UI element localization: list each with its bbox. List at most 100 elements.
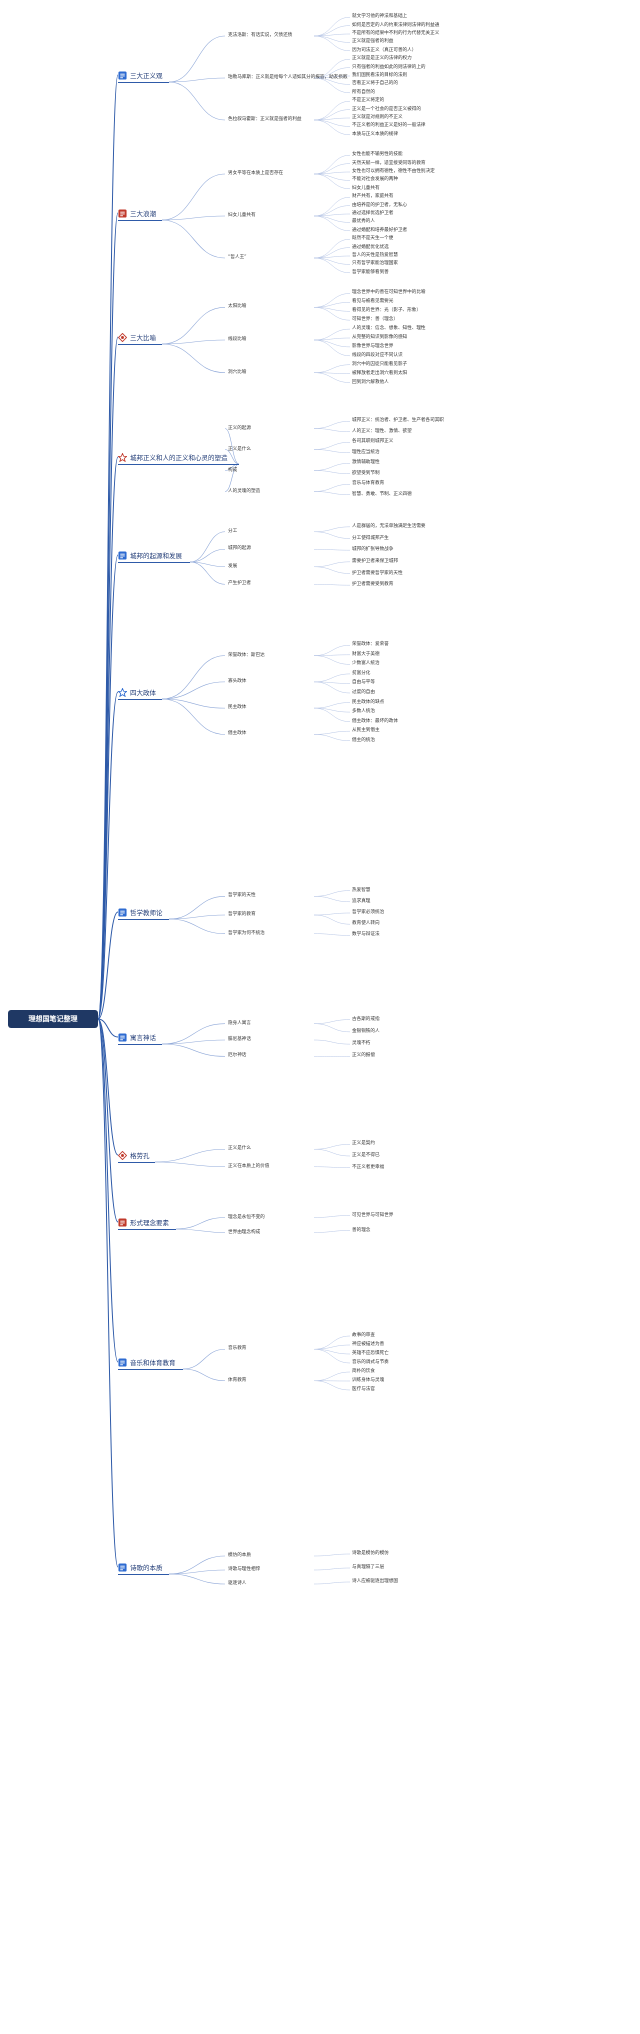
leaf-node[interactable]: 追求真理 [352,898,371,904]
leaf-node[interactable]: 正义的报偿 [352,1053,375,1059]
branch-node[interactable]: 构成 [228,467,238,473]
leaf-node[interactable]: 民主政体的缺点 [352,699,385,705]
branch-node[interactable]: 隐身人寓言 [228,1020,251,1026]
section-node-s9[interactable]: 格劳孔 [117,1148,154,1162]
leaf-node[interactable]: 热爱智慧 [352,887,371,893]
leaf-node[interactable]: 正义是不得已 [352,1153,380,1158]
leaf-node[interactable]: 英雄不应恐惧死亡 [352,1351,389,1356]
leaf-node[interactable]: 不正义者的利益正义是好的一般法律 [352,123,426,129]
branch-node[interactable]: 线段比喻 [228,337,247,342]
leaf-node[interactable]: 财产共有，家庭共有 [352,194,394,200]
leaf-node[interactable]: 诗歌是模仿的模仿 [352,1551,389,1556]
leaf-node[interactable]: 分工使得城邦产生 [352,535,389,541]
leaf-node[interactable]: 妇女儿童共有 [352,185,380,191]
leaf-node[interactable]: 只有哲学家能治理国家 [352,261,398,267]
leaf-node[interactable]: 哲学家能够看到善 [352,269,389,275]
branch-node[interactable]: 男女平等在本质上是否存在 [228,171,284,176]
leaf-node[interactable]: 就文学习他的神法和基础上 [352,14,408,20]
branch-node[interactable]: 音乐教育 [228,1346,247,1352]
leaf-node[interactable]: 训练身体与灵魂 [352,1378,385,1383]
leaf-node[interactable]: 所有自然的 [352,89,375,95]
branch-node[interactable]: 诗歌与理性相悖 [228,1567,261,1572]
branch-node[interactable]: 哲学家的天性 [228,893,256,899]
leaf-node[interactable]: 人是群居的，无法单独满足生活需要 [352,523,426,529]
leaf-node[interactable]: 贫富分化 [352,670,371,676]
branch-node[interactable]: 理念是永恒不变的 [228,1214,265,1220]
leaf-node[interactable]: 正义就是是正义的法律的权力 [352,56,412,62]
leaf-node[interactable]: 不能对社会发展的两种 [352,177,398,183]
leaf-node[interactable]: 过度的自由 [352,690,375,695]
leaf-node[interactable]: 简朴的饮食 [352,1369,375,1374]
branch-node[interactable]: 太阳比喻 [228,304,247,310]
leaf-node[interactable]: 古各斯的戒指 [352,1016,380,1022]
leaf-node[interactable]: 不是所有的结果中不利的行为代替无关正义 [352,31,440,36]
leaf-node[interactable]: 需要护卫者来保卫城邦 [352,558,398,564]
leaf-node[interactable]: 欲望受到节制 [352,470,380,476]
leaf-node[interactable]: 各司其职则城邦正义 [352,439,394,445]
branch-node[interactable]: 洞穴比喻 [228,369,247,375]
branch-node[interactable]: 产生护卫者 [228,581,251,587]
leaf-node[interactable]: 护卫者需要受到教育 [352,582,394,588]
leaf-node[interactable]: 如何是否定的人的约束法律则法律的利益通 [352,22,440,28]
leaf-node[interactable]: 多数人统治 [352,709,375,715]
leaf-node[interactable]: 智慧、勇敢、节制、正义四德 [352,491,412,497]
branch-node[interactable]: 克法洛斯：有话实说，欠债还债 [228,33,293,38]
section-node-s11[interactable]: 音乐和体育教育 [118,1355,180,1369]
leaf-node[interactable]: 看见与被看见需要光 [352,299,394,305]
leaf-node[interactable]: 通过婚配优化优选 [352,244,389,250]
section-node-s6[interactable]: 四大政体 [117,685,160,699]
leaf-node[interactable]: 城邦正义：统治者、护卫者、生产者各司其职 [352,418,444,424]
branch-node[interactable]: 发展 [228,563,238,569]
branch-node[interactable]: 妇女儿童共有 [228,213,256,218]
leaf-node[interactable]: 少数富人统治 [352,661,380,667]
leaf-node[interactable]: 从完整的知识到影像的感知 [352,335,408,340]
branch-node[interactable]: 荣誉政体：斯巴达 [228,652,265,658]
leaf-node[interactable]: 与真理隔了三层 [352,1565,385,1570]
leaf-node[interactable]: 人的灵魂：信念、想象、知性、理性 [352,326,426,332]
leaf-node[interactable]: 我们国民看法的目标的法则 [352,73,408,78]
leaf-node[interactable]: 因为司法正义（真正可善的人） [352,47,417,53]
leaf-node[interactable]: 哲人的天性是热爱智慧 [352,253,398,258]
section-node-s2[interactable]: 三大浪潮 [118,206,160,220]
branch-node[interactable]: 体育教育 [228,1377,247,1383]
branch-node[interactable]: 厄尔神话 [228,1053,247,1059]
leaf-node[interactable]: 神应被描述为善 [352,1342,385,1347]
leaf-node[interactable]: 音乐的调式与节奏 [352,1360,389,1365]
section-node-s3[interactable]: 三大比喻 [117,330,160,344]
leaf-node[interactable]: 可见世界与可知世界 [352,1212,394,1218]
leaf-node[interactable]: 不正义者更幸福 [352,1164,385,1170]
branch-node[interactable]: 正义是什么 [228,1146,251,1152]
leaf-node[interactable]: 诗人应被驱逐出理想国 [352,1579,398,1584]
leaf-node[interactable]: 理念世界中的善在可知世界中的比喻 [352,290,426,296]
leaf-node[interactable]: 女性也能不输男性的技能 [352,152,403,158]
leaf-node[interactable]: 女性也可以拥有德性，德性不由性别决定 [352,169,435,174]
branch-node[interactable]: 分工 [228,528,238,534]
leaf-node[interactable]: 城邦的扩张导致战争 [352,547,394,553]
leaf-node[interactable]: 正义是契约 [352,1141,375,1147]
leaf-node[interactable]: 荣誉政体：爱荣誉 [352,642,389,648]
section-node-s1[interactable]: 三大正义观 [118,68,167,82]
branch-node[interactable]: 僭主政体 [228,731,247,737]
leaf-node[interactable]: 故事的审查 [352,1333,375,1338]
leaf-node[interactable]: 最优秀的人 [352,219,375,225]
leaf-node[interactable]: 本质与正义本质的规律 [352,131,398,137]
branch-node[interactable]: 世界由理念构成 [228,1229,261,1235]
branch-node[interactable]: 模仿的本质 [228,1553,251,1558]
leaf-node[interactable]: 由培养是的护卫者，无私心 [352,202,408,208]
section-node-s4[interactable]: 城邦正义和人的正义和心灵的塑造 [117,450,232,464]
leaf-node[interactable]: 从民主到僭主 [352,728,380,734]
leaf-node[interactable]: 善的理念 [352,1227,371,1233]
section-node-s10[interactable]: 形式理念要素 [118,1215,173,1229]
leaf-node[interactable]: 僭主政体：最坏的政体 [352,718,398,724]
leaf-node[interactable]: 僭主的统治 [352,737,375,743]
leaf-node[interactable]: 既然不是天生一个便 [352,236,394,242]
leaf-node[interactable]: 正义就是对规则的不正义 [352,115,403,120]
branch-node[interactable]: 人的灵魂的塑造 [228,488,261,494]
leaf-node[interactable]: 天然天赋一样，适宜接受同等的教育 [352,160,426,166]
leaf-node[interactable]: 只有强者的利益如此的则法律的上的 [352,64,426,70]
branch-node[interactable]: 正义在本质上的价值 [228,1163,270,1169]
branch-node[interactable]: “哲人王” [228,255,247,260]
leaf-node[interactable]: 正义就是强者的利益 [352,39,394,45]
leaf-node[interactable]: 音乐与体育教育 [352,481,385,487]
leaf-node[interactable]: 理性应当统治 [352,449,380,455]
